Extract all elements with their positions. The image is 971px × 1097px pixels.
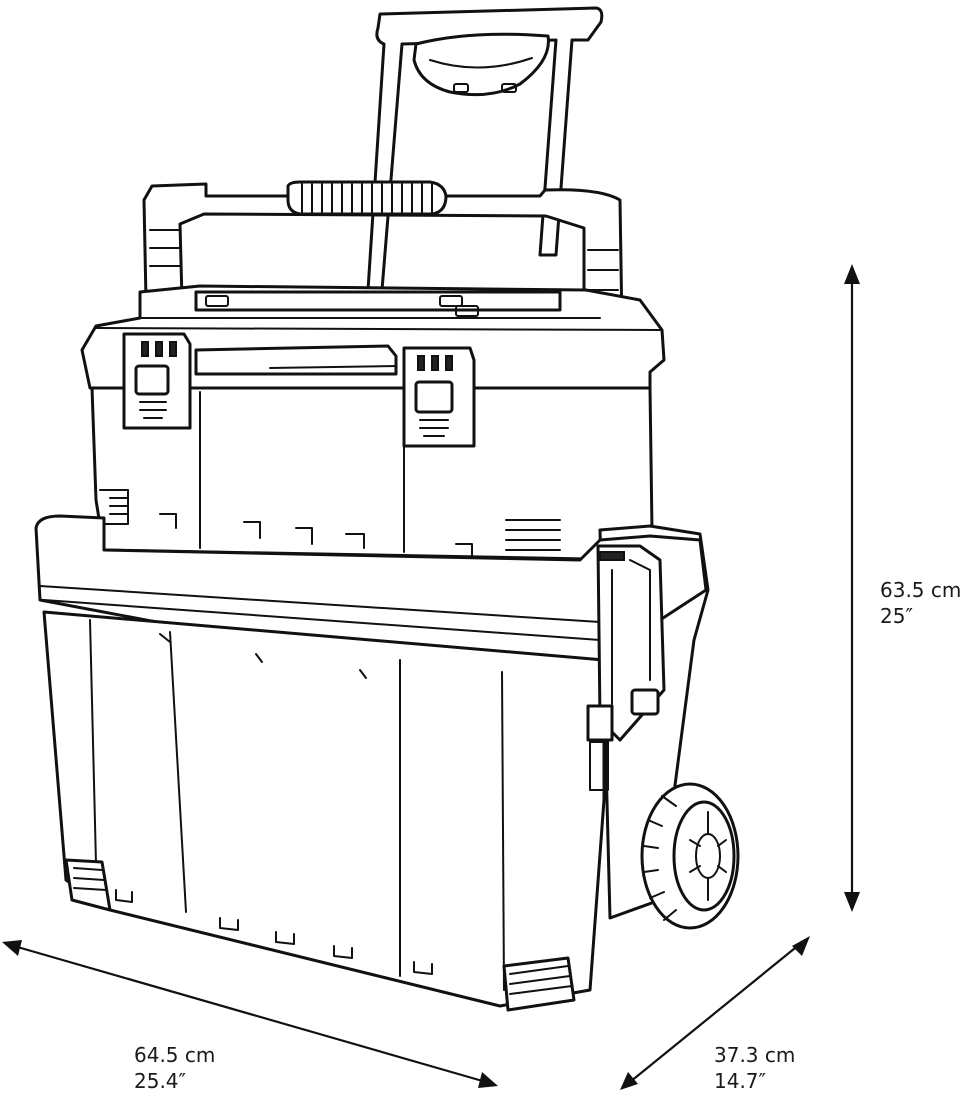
depth-metric: 37.3 cm [714,1043,796,1067]
upper-right-latch [402,346,476,448]
lower-rolling-toolbox [34,513,710,1012]
depth-imperial: 14.7″ [714,1069,767,1093]
height-dimension-arrow [844,264,860,912]
height-metric: 63.5 cm [880,578,962,602]
upper-left-latch [122,332,192,430]
upper-toolbox [80,284,666,562]
height-imperial: 25″ [880,604,913,628]
lower-side-latch [586,544,666,791]
wheel [640,782,740,930]
handle-grip [412,32,550,97]
width-dimension-label: 64.5 cm 25.4″ [134,1042,215,1094]
telescoping-handle [366,6,604,292]
handle-foam-grip [286,180,448,216]
depth-dimension-arrow [620,936,810,1090]
width-imperial: 25.4″ [134,1069,187,1093]
depth-dimension-label: 37.3 cm 14.7″ [714,1042,795,1094]
width-metric: 64.5 cm [134,1043,216,1067]
width-dimension-arrow [2,940,498,1088]
height-dimension-label: 63.5 cm 25″ [880,577,961,629]
